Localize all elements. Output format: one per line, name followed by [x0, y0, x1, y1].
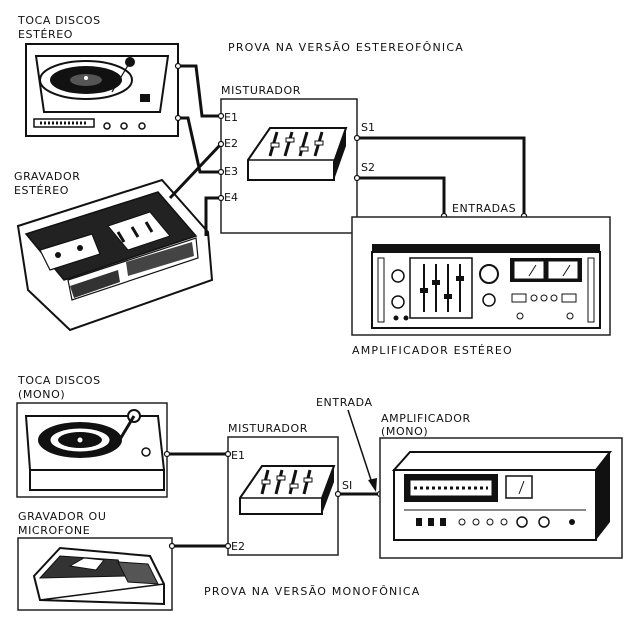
top-recorder-label-line1: GRAVADOR [14, 170, 80, 183]
bottom-mixer-device [239, 465, 336, 515]
bottom-jacks [163, 450, 384, 550]
top-mixer-input-e4: E4 [224, 191, 238, 204]
entrada-arrow [347, 409, 377, 492]
mono-amplifier [391, 451, 613, 541]
bottom-amp-label-line1: AMPLIFICADOR [381, 412, 471, 425]
top-title: PROVA NA VERSÃO ESTEREOFÔNICA [228, 41, 464, 54]
stereo-amplifier [371, 244, 601, 329]
top-turntable-label-line1: TOCA DISCOS [17, 14, 101, 27]
top-mixer-input-e2: E2 [224, 137, 238, 150]
top-wires [168, 64, 526, 236]
stereo-turntable [25, 43, 179, 137]
top-mixer-output-s2: S2 [361, 161, 375, 174]
bottom-source2-label-line1: GRAVADOR OU [18, 510, 106, 523]
bottom-source2-label-line2: MICROFONE [18, 524, 90, 537]
mono-cassette-recorder [32, 546, 165, 606]
mono-turntable [24, 409, 166, 491]
bottom-title: PROVA NA VERSÃO MONOFÔNICA [204, 585, 421, 598]
top-mixer-input-e3: E3 [224, 165, 238, 178]
top-mixer-output-s1: S1 [361, 121, 375, 134]
stereo-cassette-recorder [16, 178, 214, 332]
bottom-amp-input-label: ENTRADA [316, 396, 373, 409]
top-mixer-label: MISTURADOR [221, 84, 301, 97]
top-turntable-label-line2: ESTÉREO [18, 28, 73, 41]
top-recorder-label-line2: ESTÉREO [14, 184, 69, 197]
bottom-mixer-label: MISTURADOR [228, 422, 308, 435]
bottom-turntable-label-line1: TOCA DISCOS [17, 374, 101, 387]
top-mixer-device [247, 127, 348, 181]
top-amp-inputs-label: ENTRADAS [452, 202, 516, 215]
bottom-mixer-output-s1: SI [342, 479, 352, 492]
bottom-turntable-label-line2: (MONO) [18, 388, 65, 401]
top-mixer-input-e1: E1 [224, 111, 238, 124]
bottom-wires [167, 452, 380, 548]
bottom-mixer-input-e1: E1 [231, 449, 245, 462]
bottom-amp-label-line2: (MONO) [381, 425, 428, 438]
top-amp-label: AMPLIFICADOR ESTÉREO [352, 344, 513, 357]
bottom-mixer-input-e2: E2 [231, 540, 245, 553]
